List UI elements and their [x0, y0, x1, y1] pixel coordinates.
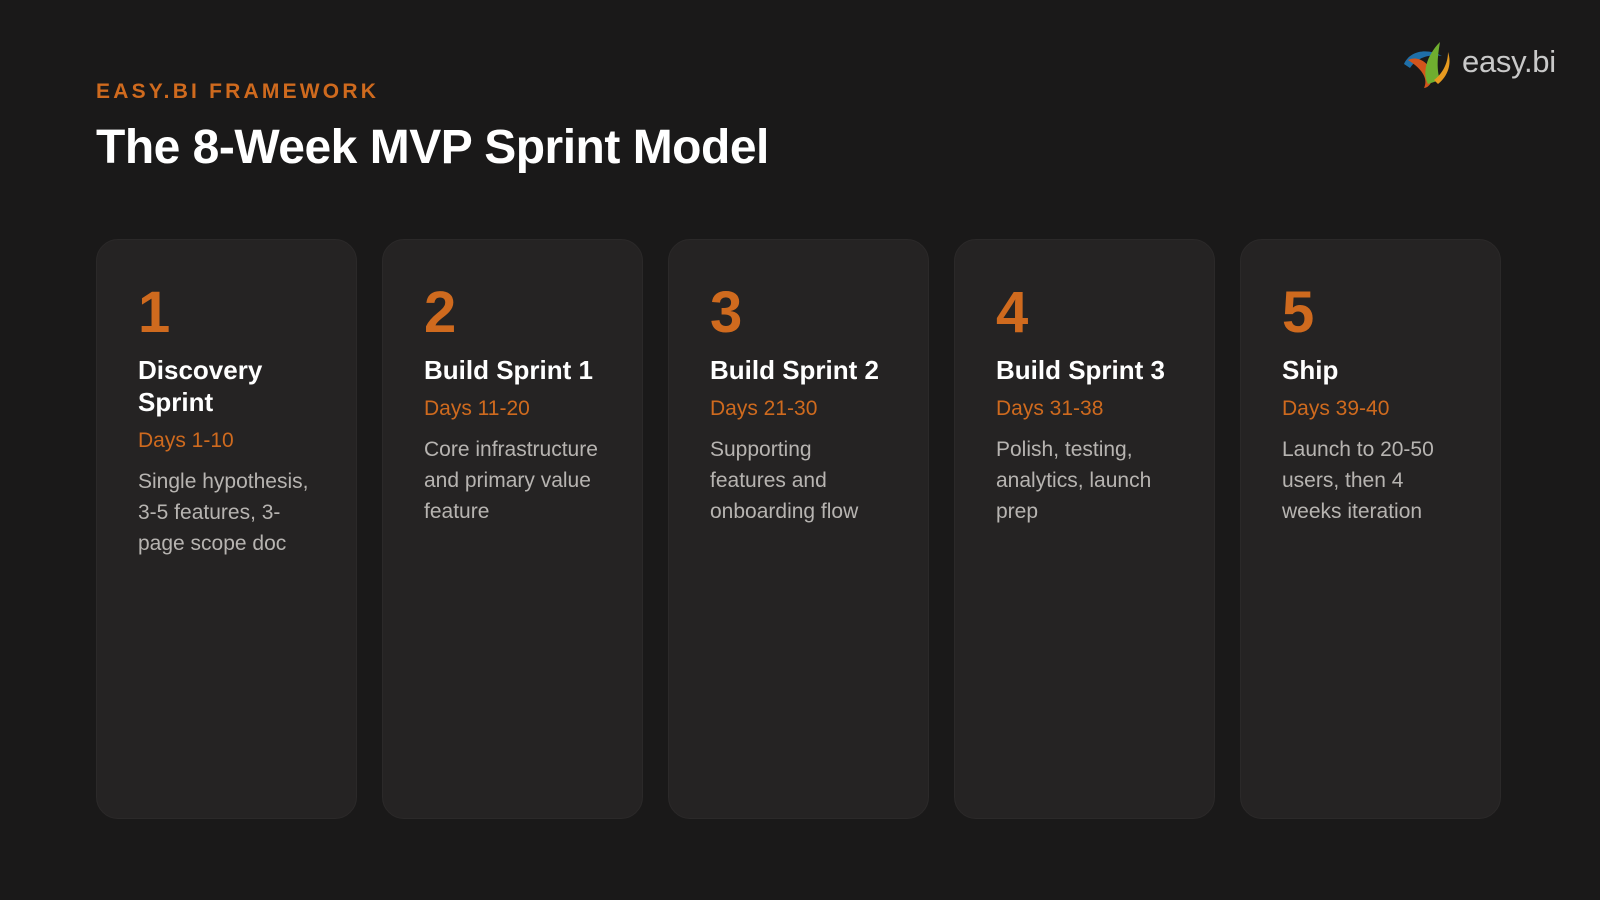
sprint-card-ship: 5 Ship Days 39-40 Launch to 20-50 users,…: [1240, 239, 1501, 819]
card-description: Single hypothesis, 3-5 features, 3-page …: [138, 470, 309, 555]
easy-bi-logo-mark-icon: [1404, 42, 1450, 88]
card-number: 5: [1282, 280, 1315, 345]
sprint-card-build-3: 4 Build Sprint 3 Days 31-38 Polish, test…: [954, 239, 1215, 819]
card-days: Days 1-10: [138, 429, 234, 452]
card-description: Polish, testing, analytics, launch prep: [996, 438, 1152, 523]
sprint-card-build-2: 3 Build Sprint 2 Days 21-30 Supporting f…: [668, 239, 929, 819]
card-title: Build Sprint 3: [996, 355, 1165, 385]
card-days: Days 21-30: [710, 397, 818, 420]
card-number: 1: [138, 280, 171, 345]
card-days: Days 39-40: [1282, 397, 1390, 420]
card-title: Discovery Sprint: [138, 355, 263, 417]
card-number: 4: [996, 280, 1029, 345]
card-description: Launch to 20-50 users, then 4 weeks iter…: [1282, 438, 1434, 523]
logo-wordmark: easy.bi: [1462, 44, 1556, 79]
card-number: 3: [710, 280, 743, 345]
card-title: Build Sprint 2: [710, 355, 879, 385]
card-description: Supporting features and onboarding flow: [710, 438, 859, 523]
card-days: Days 31-38: [996, 397, 1104, 420]
card-title: Build Sprint 1: [424, 355, 593, 385]
sprint-card-discovery: 1 Discovery Sprint Days 1-10 Single hypo…: [96, 239, 357, 819]
page-title: The 8-Week MVP Sprint Model: [96, 121, 769, 174]
card-description: Core infrastructure and primary value fe…: [424, 438, 598, 523]
brand-logo: easy.bi: [1398, 34, 1556, 90]
framework-eyebrow: EASY.BI FRAMEWORK: [96, 80, 380, 103]
card-number: 2: [424, 280, 457, 345]
sprint-card-build-1: 2 Build Sprint 1 Days 11-20 Core infrast…: [382, 239, 643, 819]
card-days: Days 11-20: [424, 397, 530, 420]
card-title: Ship: [1282, 355, 1339, 385]
sprint-cards: 1 Discovery Sprint Days 1-10 Single hypo…: [96, 239, 1501, 819]
